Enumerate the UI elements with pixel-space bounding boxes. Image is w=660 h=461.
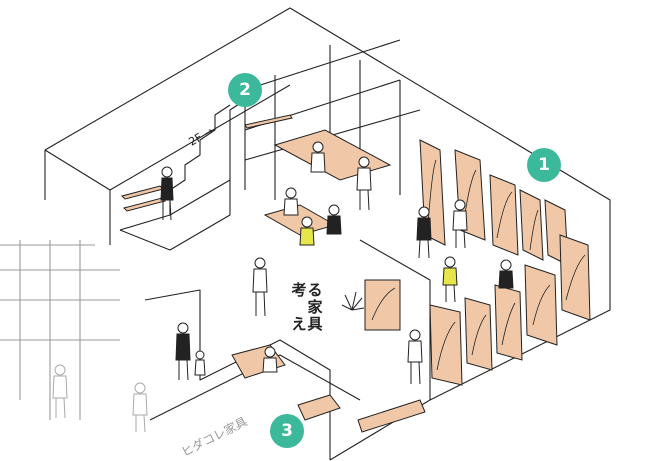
wood-panel <box>429 304 463 386</box>
bench-front-right <box>357 399 426 433</box>
marker-1[interactable]: 1 <box>527 148 561 182</box>
person <box>262 346 278 373</box>
sign-text-column-2: る 家 具 <box>307 281 323 333</box>
inner-wall-right <box>359 239 431 400</box>
person <box>52 364 68 419</box>
floor-plank <box>244 114 293 129</box>
scaffold-left <box>0 240 120 420</box>
wood-panel <box>464 297 493 371</box>
person <box>498 259 514 289</box>
bench <box>231 344 286 379</box>
person <box>194 350 206 376</box>
person <box>175 322 191 381</box>
wood-panel <box>494 284 523 361</box>
back-left-top <box>109 84 291 191</box>
person <box>160 166 174 221</box>
person <box>442 256 458 303</box>
sign-text-column-1: 考 <box>291 281 307 299</box>
floor-plank <box>121 185 164 200</box>
stairs <box>119 99 246 231</box>
wood-panel <box>489 174 519 256</box>
wood-panel <box>519 189 544 261</box>
marker-2[interactable]: 2 <box>228 73 262 107</box>
left-wall <box>44 149 111 245</box>
shelf-frame <box>244 39 421 200</box>
person <box>452 199 468 249</box>
plant <box>341 291 365 311</box>
person <box>252 257 268 317</box>
mezz-floor <box>273 129 392 181</box>
people <box>52 141 514 433</box>
person <box>132 382 148 433</box>
floor-plank <box>123 197 166 212</box>
person <box>356 156 372 211</box>
front-shop-wall <box>149 354 361 421</box>
person <box>416 206 432 259</box>
person <box>299 216 315 246</box>
wood-panel <box>559 234 591 321</box>
stair-base <box>119 180 231 251</box>
wood-panel <box>364 279 401 331</box>
person <box>310 141 326 173</box>
marker-3[interactable]: 3 <box>270 414 304 448</box>
person <box>283 187 299 216</box>
bench-front <box>297 394 341 421</box>
table <box>263 204 337 236</box>
sign-text-column-1b: え <box>291 315 307 333</box>
wood-panel <box>524 264 558 346</box>
person <box>407 329 423 385</box>
person <box>326 204 342 235</box>
